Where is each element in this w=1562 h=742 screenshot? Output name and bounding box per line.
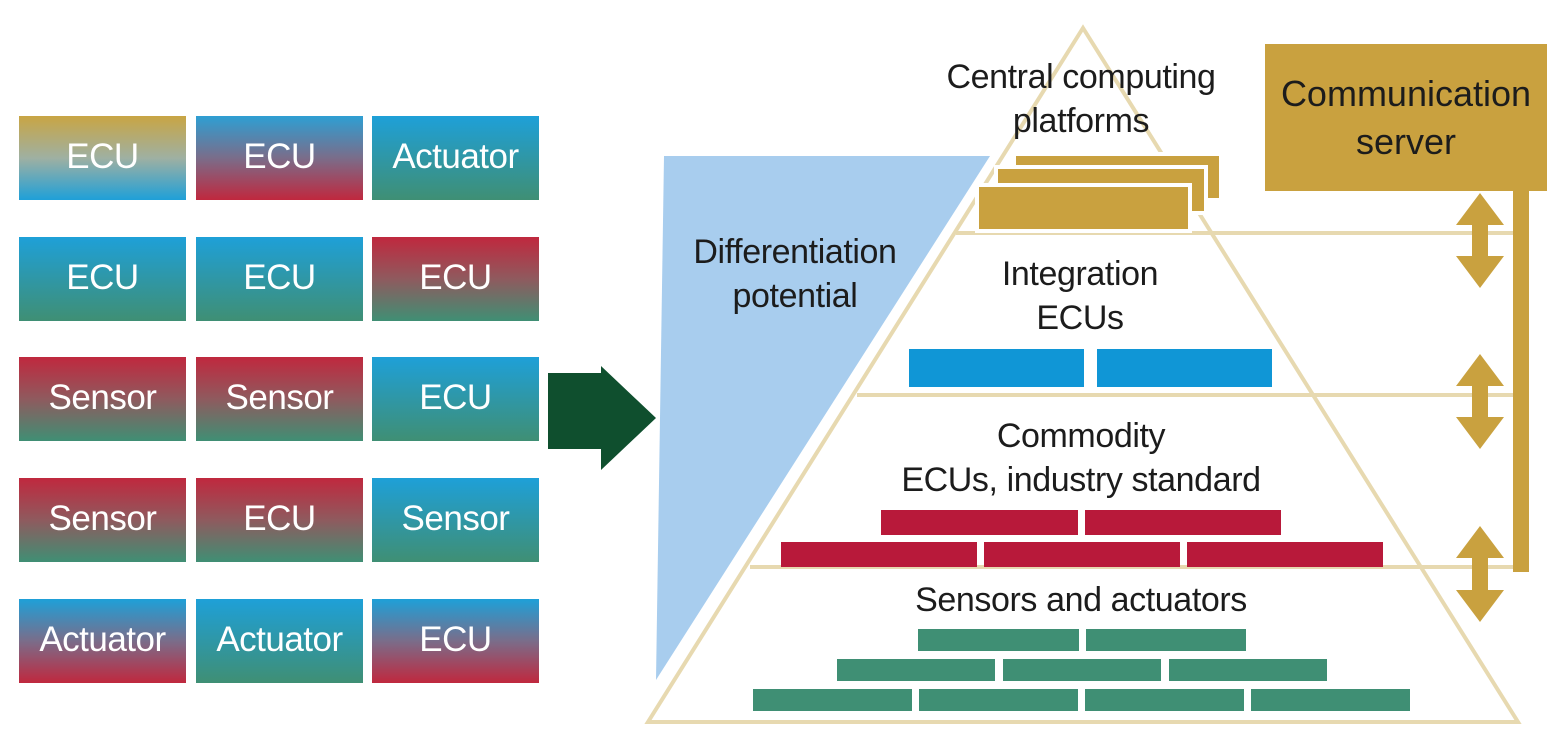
transition-arrow-icon xyxy=(548,366,656,470)
sensor-bar xyxy=(1251,689,1410,711)
central-computing-label: Central computing platforms xyxy=(905,55,1257,143)
integration-line2: ECUs xyxy=(1036,299,1124,337)
sensor-bar xyxy=(753,689,912,711)
component-tile-label: ECU xyxy=(419,378,492,417)
component-tile-label: Sensor xyxy=(48,499,157,538)
integration-line1: Integration xyxy=(1001,255,1159,293)
sensors-actuators-label: Sensors and actuators xyxy=(880,578,1282,622)
sensor-bar xyxy=(1085,689,1244,711)
sensors-actuators-line: Sensors and actuators xyxy=(915,581,1247,619)
sensor-bar xyxy=(918,629,1079,651)
component-tile-label: Actuator xyxy=(392,137,519,176)
sensor-bar xyxy=(1003,659,1161,681)
communication-backbone xyxy=(1513,190,1529,572)
commodity-ecu-bar xyxy=(1085,510,1281,535)
commodity-line2: ECUs, industry standard xyxy=(901,461,1261,499)
integration-ecu-bar xyxy=(909,349,1084,387)
differentiation-triangle xyxy=(656,156,990,680)
component-tile: ECU xyxy=(372,237,539,321)
integration-ecus-label: Integration ECUs xyxy=(950,252,1210,340)
component-tile: Sensor xyxy=(196,357,363,441)
commodity-line1: Commodity xyxy=(996,417,1166,455)
component-tile-label: ECU xyxy=(243,258,316,297)
bidirectional-arrow-icon xyxy=(1456,526,1504,622)
component-tile-label: Sensor xyxy=(401,499,510,538)
differentiation-label: Differentiation potential xyxy=(665,230,925,318)
component-tile-label: Sensor xyxy=(48,378,157,417)
component-tile-label: ECU xyxy=(419,620,492,659)
commodity-ecu-bar xyxy=(1187,542,1383,567)
differentiation-line1: Differentiation xyxy=(693,233,897,271)
central-platform-stack xyxy=(975,152,1223,233)
component-tile: Sensor xyxy=(19,357,186,441)
commodity-ecu-bar xyxy=(984,542,1180,567)
component-tile: ECU xyxy=(19,116,186,200)
component-tile: ECU xyxy=(196,116,363,200)
server-line1: Communication xyxy=(1280,72,1532,114)
component-tile: ECU xyxy=(372,599,539,683)
sensor-bar xyxy=(1086,629,1246,651)
component-tile: ECU xyxy=(19,237,186,321)
component-tile-label: ECU xyxy=(243,137,316,176)
commodity-ecu-bar xyxy=(781,542,977,567)
server-line2: server xyxy=(1355,120,1456,162)
component-tile: ECU xyxy=(196,237,363,321)
integration-ecu-bar xyxy=(1097,349,1272,387)
component-tile: Sensor xyxy=(19,478,186,562)
component-tile: ECU xyxy=(196,478,363,562)
component-tile-label: ECU xyxy=(243,499,316,538)
component-tile-label: Actuator xyxy=(216,620,343,659)
sensor-bar xyxy=(1169,659,1327,681)
component-tile: Actuator xyxy=(19,599,186,683)
central-computing-line1: Central computing xyxy=(946,58,1216,96)
component-tile: ECU xyxy=(372,357,539,441)
communication-server-box: Communication server xyxy=(1265,44,1547,191)
central-computing-line2: platforms xyxy=(1012,102,1150,140)
commodity-ecu-bar xyxy=(881,510,1078,535)
component-tile-label: ECU xyxy=(66,137,139,176)
component-tile: Actuator xyxy=(196,599,363,683)
commodity-ecus-label: Commodity ECUs, industry standard xyxy=(860,414,1302,502)
sensor-actuator-bars xyxy=(753,629,1410,711)
component-tile-label: Sensor xyxy=(225,378,334,417)
component-tile: Actuator xyxy=(372,116,539,200)
component-tile-label: ECU xyxy=(66,258,139,297)
component-tile-label: Actuator xyxy=(39,620,166,659)
component-tile-label: ECU xyxy=(419,258,492,297)
commodity-ecu-bars xyxy=(781,510,1383,567)
pyramid-outline xyxy=(644,24,1522,724)
sensor-bar xyxy=(837,659,995,681)
component-tile: Sensor xyxy=(372,478,539,562)
integration-ecu-bars xyxy=(909,349,1272,387)
sensor-bar xyxy=(919,689,1078,711)
differentiation-line2: potential xyxy=(732,277,858,315)
bidirectional-arrow-icon xyxy=(1456,193,1504,288)
bidirectional-arrow-icon xyxy=(1456,354,1504,449)
